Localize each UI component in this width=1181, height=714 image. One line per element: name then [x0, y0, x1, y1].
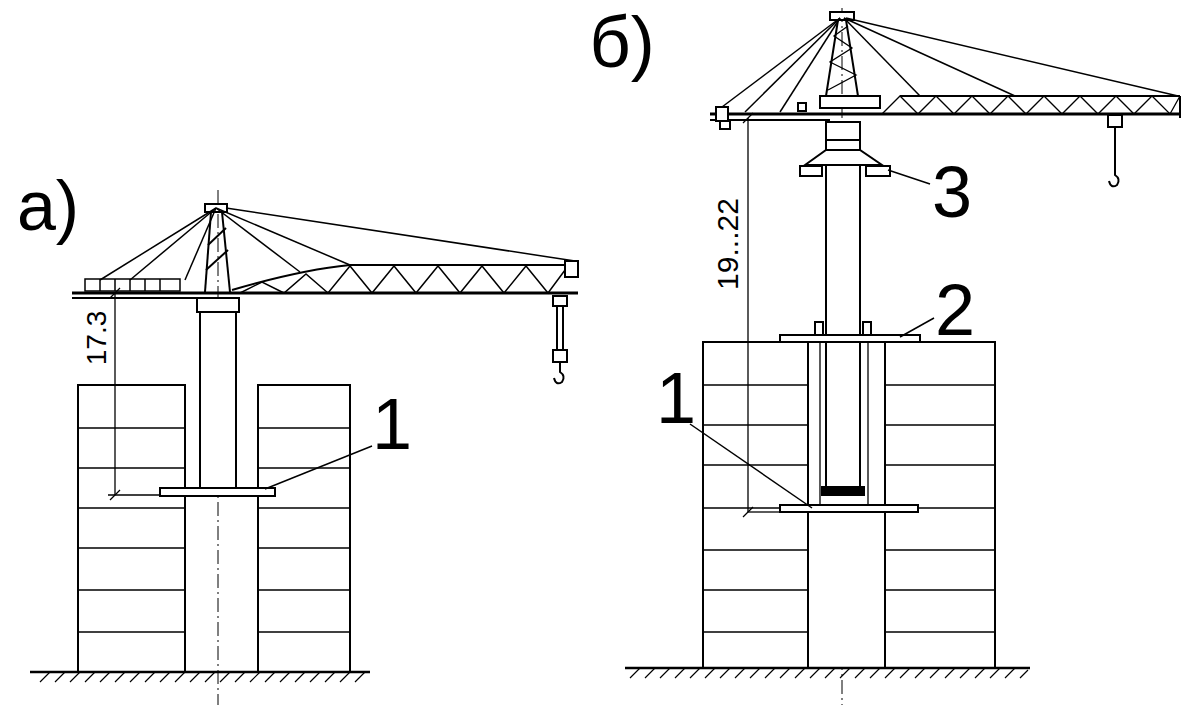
view-letter: б) [589, 6, 654, 78]
dimension-text: 17.3 [83, 311, 111, 366]
crane-a [30, 190, 578, 705]
crane-b [625, 8, 1181, 705]
dimension-text: 19...22 [713, 198, 743, 290]
callout-number: 2 [935, 274, 975, 346]
callout-number: 1 [372, 388, 412, 460]
view-letter: а) [17, 171, 79, 241]
callout-number: 1 [656, 362, 696, 434]
callout-number: 3 [932, 156, 972, 228]
